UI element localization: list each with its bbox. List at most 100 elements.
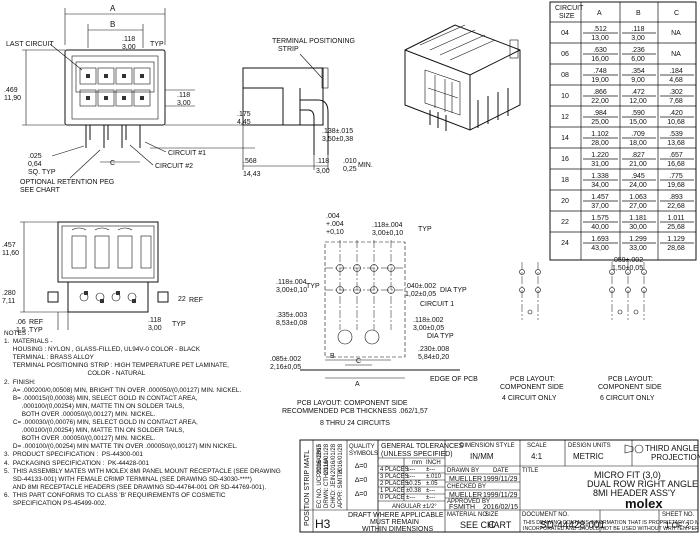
table-cell-a-mm: 40,00	[591, 224, 609, 231]
notes-title: NOTES :	[4, 330, 30, 337]
table-cell-a-mm: 19,00	[591, 77, 609, 84]
table-cell-c-in: 1.129	[667, 236, 685, 243]
notes-line: HOUSING : NYLON , GLASS-FILLED, UL94V-0 …	[4, 346, 201, 354]
date-label: DATE	[493, 468, 509, 474]
dim-118-in: .118	[122, 36, 135, 43]
terminal-strip-1: TERMINAL POSITIONING	[272, 38, 355, 45]
pcb-dim-118002-mm: 3,00±0,05	[413, 325, 444, 332]
table-cell-c-mm: 28,68	[667, 245, 685, 252]
design-units-label: DESIGN UNITS	[568, 443, 611, 449]
table-cell-a-in: 1.102	[591, 131, 609, 138]
dim-175-in: .175	[237, 111, 251, 118]
dim-457-mm: 11,60	[2, 250, 19, 257]
pcb-dim-004-mm: +0,10	[326, 229, 344, 236]
material-no: SEE CHART	[460, 520, 512, 530]
pcb-dim-118004-mm: 3,00±0,10	[372, 230, 403, 237]
small-left-caption-3: 4 CIRCUIT ONLY	[502, 395, 557, 402]
table-cell-c-mm: 10,68	[667, 119, 685, 126]
small-left-caption-2: COMPONENT SIDE	[500, 384, 564, 391]
table-cell-a-mm: 13,00	[591, 35, 609, 42]
tol-mm-4: ±---	[406, 467, 415, 473]
dim-118b-mm: 3,00	[177, 100, 191, 107]
dimension-style-label: DIMENSION STYLE	[460, 443, 515, 449]
design-units: METRIC	[573, 452, 604, 461]
dim-469-in: .469	[4, 87, 18, 94]
table-cell-size: 14	[561, 135, 569, 142]
front-view: A B .118 3,00 TYP	[4, 4, 255, 194]
table-cell-b-mm: 3,00	[631, 35, 645, 42]
circuit-table: CIRCUIT SIZE A B C 04.51213,00.1183,00NA…	[549, 1, 697, 261]
table-cell-size: 16	[561, 156, 569, 163]
ecn-line-4: APPR: SMITH	[338, 470, 344, 508]
table-cell-a-mm: 16,00	[591, 56, 609, 63]
table-cell-c-in: .893	[669, 194, 683, 201]
table-header-circuit: CIRCUIT	[555, 5, 584, 12]
proprietary-line-1: THIS DRAWING CONTAINS INFORMATION THAT I…	[523, 520, 698, 526]
small-right-caption-3: 6 CIRCUIT ONLY	[600, 395, 655, 402]
pcb-dim-118004-in: .118±.004	[372, 222, 403, 229]
pcb-typ-1: TYP	[418, 226, 432, 233]
pcb-dia-typ: DIA TYP	[440, 287, 467, 294]
table-cell-b-mm: 15,00	[629, 119, 647, 126]
tol-mm-1: ±0.38	[406, 488, 422, 494]
table-header-b: B	[636, 10, 641, 17]
small-dim-059-mm: 1,50±0,05	[612, 265, 643, 272]
notes-line: BOTH OVER .000050/(0,00127) MIN. NICKEL.	[4, 410, 156, 418]
rev-label: H3	[315, 517, 331, 531]
dim-025-in: .025	[28, 153, 42, 160]
ecn-date-3: 2016/01/28	[331, 443, 337, 474]
notes-block: NOTES : 1. MATERIALS - HOUSING : NYLON ,…	[4, 330, 304, 508]
table-cell-b-in: .590	[631, 110, 645, 117]
approved-by-label: APPROVED BY	[447, 499, 490, 505]
notes-line: 2. FINISH:	[4, 378, 36, 386]
notes-line: D= .000100/(0,00254) MIN MATTE TIN OVER …	[4, 443, 238, 451]
dim-118-bot-in: .118	[148, 317, 161, 324]
scale: 4:1	[531, 452, 543, 461]
dim-b-label: B	[110, 20, 115, 29]
pcb-caption-3: 8 THRU 24 CIRCUITS	[320, 420, 390, 427]
table-cell-b-in: 1.299	[629, 236, 647, 243]
inch-label: INCH	[426, 460, 441, 466]
table-cell-a-in: .866	[593, 89, 607, 96]
table-cell-a-mm: 43,00	[591, 245, 609, 252]
notes-line: A= .000200/0,00508) MIN, BRIGHT TIN OVER…	[4, 386, 242, 394]
scale-label: SCALE	[527, 443, 547, 449]
title-line-3: 8MI HEADER ASS'Y	[593, 488, 676, 498]
notes-line: B= .000015/(0,00038) MIN, SELECT GOLD IN…	[4, 394, 198, 402]
table-cell-a-in: 1.457	[591, 194, 609, 201]
quality-symbols-2: SYMBOLS	[349, 451, 378, 457]
pcb-dim-118002-in: .118±.002	[413, 317, 444, 324]
table-cell-size: 12	[561, 114, 569, 121]
pcb-circuit-1: CIRCUIT 1	[420, 301, 454, 308]
proprietary-line-2: INCORPORATED AND SHOULD NOT BE USED WITH…	[523, 526, 698, 532]
pcb-dim-118004b-in: .118±.004	[276, 279, 307, 286]
document-no-label: DOCUMENT NO.	[522, 512, 569, 518]
ecn-date-1: 2016/02/15	[317, 443, 323, 474]
table-cell-a-in: .512	[593, 26, 607, 33]
table-cell-c-mm: 16,68	[667, 161, 685, 168]
table-cell-b-mm: 6,00	[631, 56, 645, 63]
pcb-dim-a: A	[355, 381, 360, 388]
quality-symbols: QUALITY	[349, 444, 375, 450]
tol-in-3: ±.010	[426, 474, 442, 480]
title-block: POSITION STRIP MATL EC NO. UCP2016-2867 …	[299, 439, 700, 533]
dim-025-mm: 0,64	[28, 161, 42, 168]
table-cell-c-in: .184	[669, 68, 683, 75]
pcb-caption-2: RECOMMENDED PCB THICKNESS .062/1,57	[282, 408, 428, 415]
table-cell-size: 18	[561, 177, 569, 184]
notes-line: .000100/(0,00254) MIN, MATTE TIN ON SOLD…	[4, 427, 185, 435]
table-cell-b-in: 1.181	[629, 215, 647, 222]
typ-label-3: TYP	[172, 321, 186, 328]
table-cell-a-mm: 37,00	[591, 203, 609, 210]
side-view: TERMINAL POSITIONING STRIP .568 14,43 .1…	[242, 38, 373, 178]
table-cell-c-mm: 19,68	[667, 182, 685, 189]
dim-457-in: .457	[2, 242, 16, 249]
dim-118-side-in: .118	[316, 158, 329, 165]
table-cell-a-in: 1.220	[591, 152, 609, 159]
table-cell-b-mm: 24,00	[629, 182, 647, 189]
general-tolerances: GENERAL TOLERANCES	[381, 443, 464, 450]
table-cell-a-mm: 31,00	[591, 161, 609, 168]
dim-280-in: .280	[2, 290, 16, 297]
table-cell-b-in: .945	[631, 173, 645, 180]
table-cell-c-in: 1.011	[668, 215, 685, 222]
